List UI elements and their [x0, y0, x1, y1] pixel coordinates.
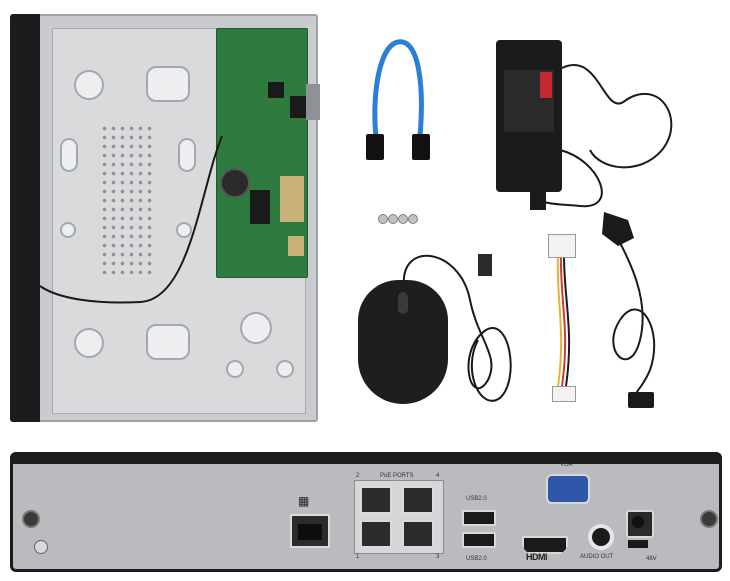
- screw: [378, 214, 388, 224]
- usb-port: [462, 532, 496, 548]
- sata-cable-loop: [372, 39, 424, 137]
- psu-cable: [561, 64, 673, 169]
- cmos-battery: [220, 168, 250, 198]
- vga-label: VGA: [560, 462, 573, 468]
- vga-header: [306, 84, 320, 120]
- screw: [408, 214, 418, 224]
- mouse-scroll-wheel: [398, 292, 408, 314]
- poe-port: [360, 486, 392, 514]
- pcb-connector: [288, 236, 304, 256]
- audio-out-label: AUDIO OUT: [580, 554, 614, 560]
- mount-hole: [60, 222, 76, 238]
- vga-port: [546, 474, 590, 504]
- vent-holes: [100, 124, 156, 274]
- molex-connector: [552, 386, 576, 402]
- poe-port: [402, 486, 434, 514]
- pcb-connector: [290, 96, 306, 118]
- power-cord-cable: [611, 227, 656, 401]
- sata-power-connector: [548, 234, 576, 258]
- mouse-cable: [402, 254, 512, 402]
- dc-voltage-label: 48V: [646, 556, 657, 562]
- dc-polarity-icon: [628, 540, 648, 548]
- iec-connector: [628, 392, 654, 408]
- mount-hole: [226, 360, 244, 378]
- mount-slot: [178, 138, 196, 172]
- poe-port: [402, 520, 434, 548]
- dc-plug: [530, 190, 546, 210]
- sata-plug: [412, 134, 430, 160]
- mount-slot: [60, 138, 78, 172]
- rear-panel-top-edge: [10, 452, 722, 464]
- poe-port-2-label: 2: [356, 473, 360, 479]
- mount-hole: [74, 328, 104, 358]
- dc-socket: [632, 516, 644, 528]
- poe-port-3-label: 3: [436, 554, 440, 560]
- usb-port: [462, 510, 496, 526]
- pcb-chip: [250, 190, 270, 224]
- poe-ports-label: PoE PORTS: [380, 473, 414, 479]
- mount-slot: [146, 66, 190, 102]
- mount-hole: [176, 222, 192, 238]
- schuko-plug: [602, 212, 634, 246]
- audio-out-port: [588, 524, 614, 550]
- sata-power-wire-red: [559, 255, 567, 387]
- sata-power-wire-black: [563, 255, 571, 387]
- mount-hole: [240, 312, 272, 344]
- panel-screw: [22, 510, 40, 528]
- ground-icon: [34, 540, 48, 554]
- sata-power-wire-yellow: [556, 255, 563, 387]
- poe-port: [360, 520, 392, 548]
- usb-top-label: USB2.0: [466, 496, 487, 502]
- chassis-wire: [39, 135, 223, 304]
- usb-bottom-label: USB2.0: [466, 556, 487, 562]
- mount-hole: [74, 70, 104, 100]
- nvr-front-bezel: [10, 14, 40, 422]
- pcb-chip: [268, 82, 284, 98]
- poe-port-4-label: 4: [436, 473, 440, 479]
- pcb-connector: [280, 176, 304, 222]
- lan-port-socket: [298, 524, 322, 540]
- mount-slot: [146, 324, 190, 360]
- poe-port-1-label: 1: [356, 554, 360, 560]
- panel-screw: [700, 510, 718, 528]
- lan-icon: ▦: [298, 494, 310, 508]
- power-adapter-warning-label: [540, 72, 552, 98]
- mount-hole: [276, 360, 294, 378]
- screw: [398, 214, 408, 224]
- psu-cable: [535, 149, 603, 208]
- hdmi-label: HDMI: [526, 552, 548, 562]
- hdmi-port: [522, 536, 568, 554]
- sata-plug: [366, 134, 384, 160]
- screw: [388, 214, 398, 224]
- usb-plug: [478, 254, 492, 276]
